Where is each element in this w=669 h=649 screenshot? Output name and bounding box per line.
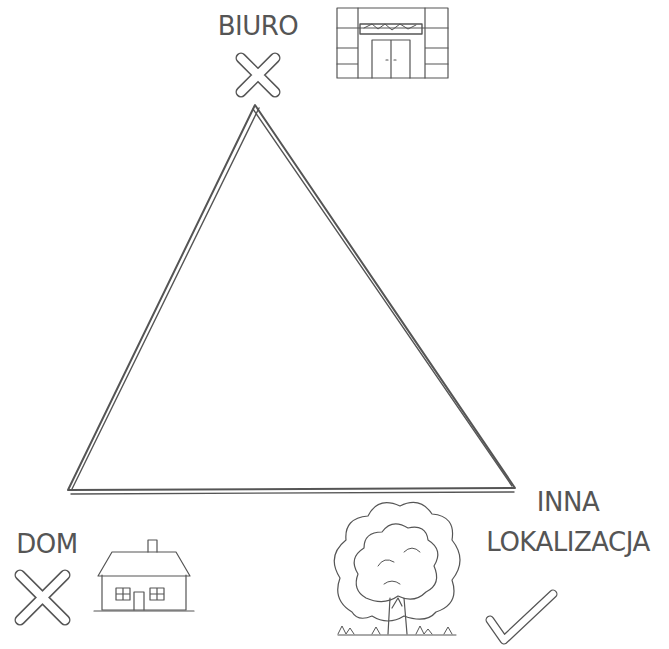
tree-branches <box>378 548 420 584</box>
corner-label: BIURO <box>218 6 299 46</box>
house-walls <box>102 575 186 610</box>
corner-label: DOM <box>16 524 77 564</box>
house <box>94 540 194 611</box>
house-door <box>134 592 144 610</box>
building-awning <box>360 24 422 34</box>
building-grid <box>337 8 448 78</box>
corner-label: INNA LOKALIZACJA <box>486 482 649 563</box>
tree-outer-foliage <box>334 502 460 621</box>
tree-trunk <box>388 598 407 634</box>
house-window <box>116 588 130 600</box>
tree-inner-foliage <box>354 524 438 602</box>
check-mark <box>490 594 553 640</box>
house-window <box>150 588 164 600</box>
cross-mark <box>241 58 275 92</box>
cross-mark <box>20 575 65 620</box>
building-plants <box>364 24 416 30</box>
building-door <box>372 40 410 78</box>
triangle-sketch <box>71 108 514 494</box>
office-building <box>337 8 448 78</box>
grass <box>338 626 456 635</box>
house-chimney <box>148 540 157 552</box>
tree <box>334 502 460 635</box>
house-roof <box>98 552 190 576</box>
building-outline <box>337 8 448 78</box>
ground-line <box>94 610 194 611</box>
door-handles <box>386 59 396 60</box>
triangle <box>68 105 515 490</box>
